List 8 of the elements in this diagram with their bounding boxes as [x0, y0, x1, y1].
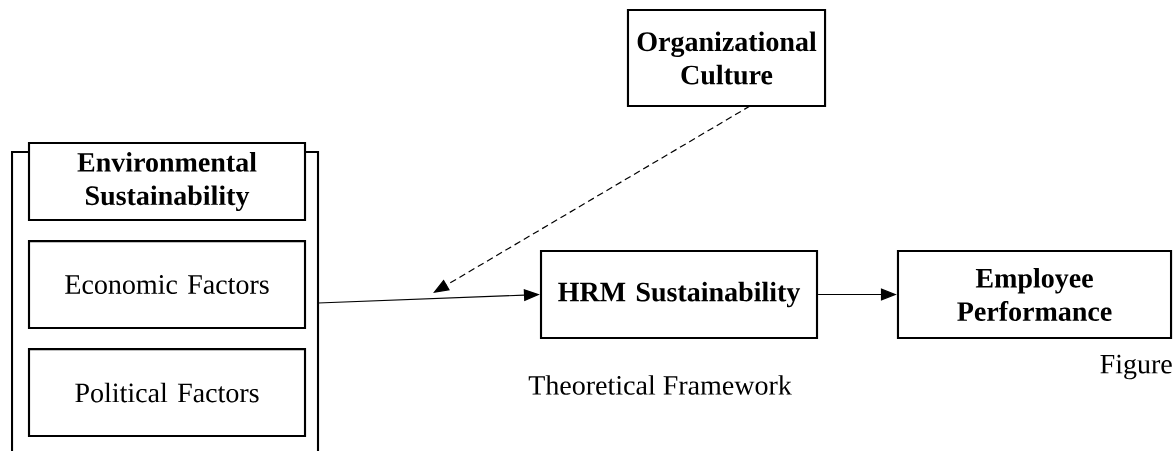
concept-box: HRM Sustainability	[539, 249, 819, 340]
concept-box: Organizational Culture	[626, 8, 827, 108]
arrow	[433, 105, 751, 293]
concept-box: Employee Performance	[896, 249, 1173, 340]
factor-box: Economic Factors	[27, 240, 307, 330]
caption-text: Theoretical Framework	[528, 375, 792, 395]
concept-box: Environmental Sustainability	[27, 141, 307, 222]
factor-box: Political Factors	[27, 348, 307, 438]
